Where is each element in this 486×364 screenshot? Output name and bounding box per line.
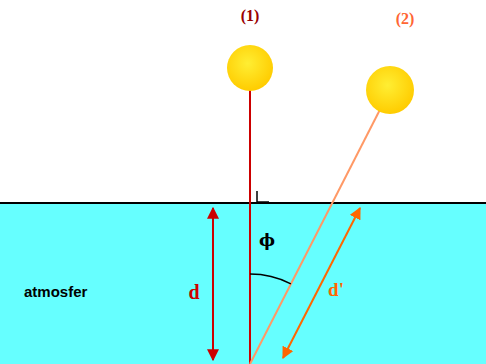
atmosphere-band <box>0 203 486 364</box>
callout-number: (2) <box>396 10 415 28</box>
ray-2 <box>250 90 390 364</box>
dimension-label: d <box>188 281 199 304</box>
angle-arc <box>250 274 291 284</box>
angle-label: ϕ <box>259 230 275 250</box>
dimension-label: d' <box>328 279 344 301</box>
region-label: atmosfer <box>24 283 87 300</box>
ray-1 <box>249 68 251 364</box>
sun-2 <box>366 66 414 114</box>
depth-arrow <box>212 208 214 360</box>
sun-1 <box>227 45 273 91</box>
callout-number: (1) <box>241 7 260 25</box>
slant-depth-arrow <box>283 208 360 358</box>
surface-line <box>0 202 486 204</box>
right-angle-mark <box>257 191 269 202</box>
